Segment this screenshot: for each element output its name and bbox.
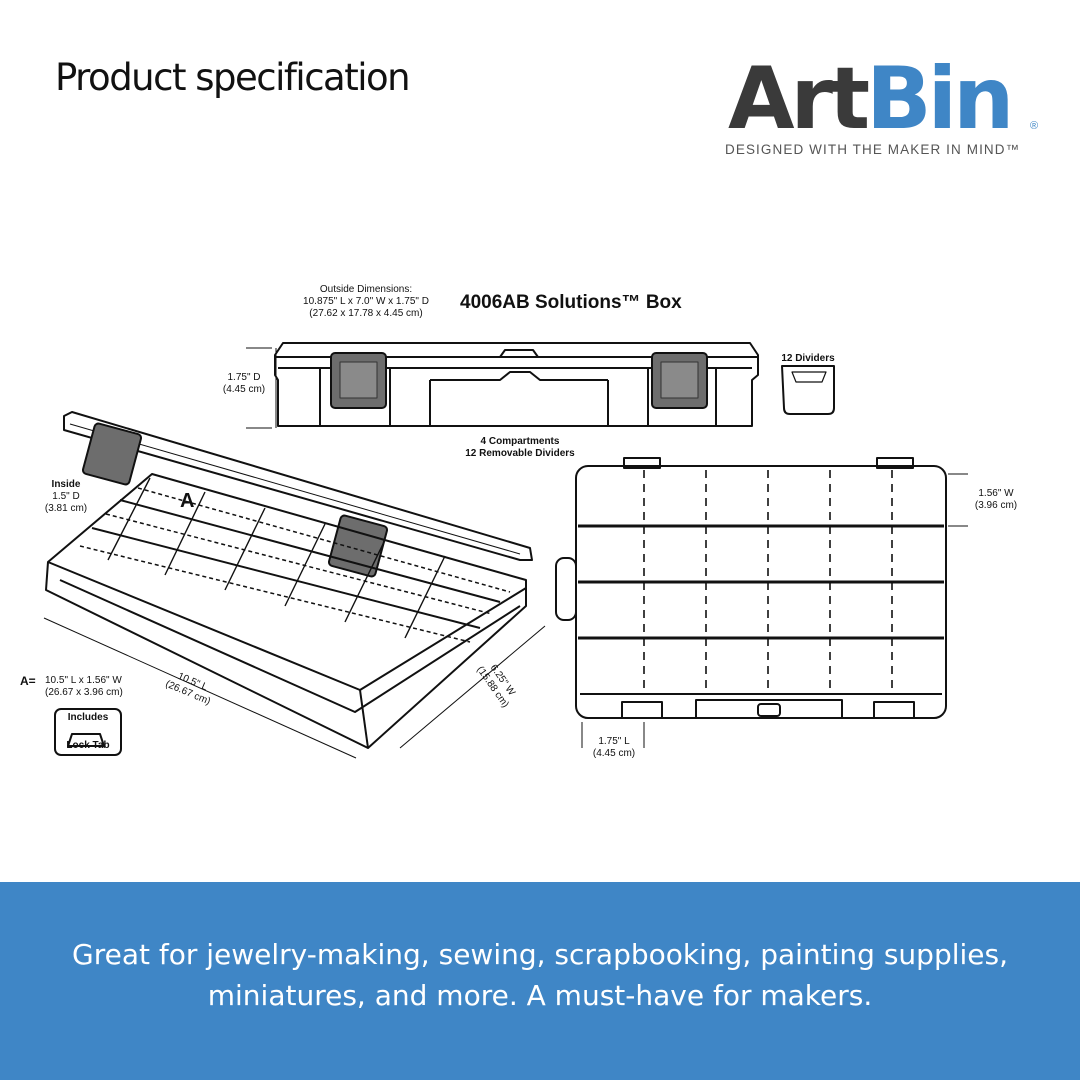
compartment-a-size-label: 10.5" L x 1.56" W (26.67 x 3.96 cm) [45,675,123,698]
side-view-drawing [246,342,759,429]
inside-depth-label: Inside 1.5" D (3.81 cm) [44,479,88,514]
compartments-label: 4 Compartments 12 Removable Dividers [465,436,575,459]
compartment-a-marker: A [180,490,195,512]
top-width-dimension-label: 1.56" W (3.96 cm) [974,488,1018,511]
compartment-a-prefix: A= [20,674,36,688]
outside-dimensions-label: Outside Dimensions: 10.875" L x 7.0" W x… [303,284,429,319]
dividers-label: 12 Dividers [781,353,835,364]
top-view-drawing [555,457,968,748]
footer-banner: Great for jewelry-making, sewing, scrapb… [0,882,1080,1080]
registered-mark: ® [1030,120,1039,132]
box-diagram [43,342,968,759]
model-title: 4006AB Solutions™ Box [460,292,682,313]
perspective-box-drawing [43,411,546,759]
top-length-dimension-label: 1.75" L (4.45 cm) [592,736,636,759]
divider-icon [781,365,835,415]
page-title: Product specification [55,56,411,99]
artbin-logo: ArtBin ® DESIGNED WITH THE MAKER IN MIND… [722,56,1044,166]
side-height-label: 1.75" D (4.45 cm) [222,372,266,395]
lock-tab-badge: Includes Lock Tab [54,708,122,756]
brand-tagline: DESIGNED WITH THE MAKER IN MIND™ [725,142,1021,157]
lock-tab-icon [67,733,105,747]
footer-text: Great for jewelry-making, sewing, scrapb… [72,938,1008,1012]
brand-wordmark: ArtBin [728,49,1014,149]
